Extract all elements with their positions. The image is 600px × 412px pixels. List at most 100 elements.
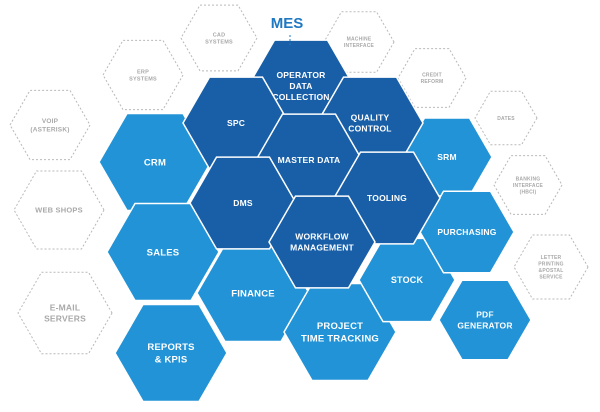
interface-banking-interface-label-line: (HBCI) bbox=[520, 189, 537, 195]
module-finance-label: FINANCE bbox=[231, 288, 275, 299]
module-purchasing-label: PURCHASING bbox=[437, 227, 496, 237]
interface-cad-systems-hexagon: CAD SYSTEMS bbox=[180, 4, 258, 72]
interface-e-mail-servers-label-line: SERVERS bbox=[44, 314, 86, 324]
module-reports-kpis-label: REPORTS & KPIS bbox=[147, 342, 194, 365]
interface-e-mail-servers-shape bbox=[17, 271, 113, 355]
core-workflow-management-label-line: WORKFLOW bbox=[295, 231, 349, 241]
interface-erp-systems-label-line: SYSTEMS bbox=[129, 77, 157, 83]
module-crm-label: CRM bbox=[144, 157, 166, 168]
core-master-data-label-line: MASTER DATA bbox=[278, 155, 341, 165]
module-stock-label: STOCK bbox=[391, 275, 424, 285]
core-operator-data-collection-label-line: OPERATOR bbox=[277, 70, 326, 80]
interface-dates-hexagon: DATES bbox=[474, 90, 538, 146]
module-finance-label-line: FINANCE bbox=[231, 288, 275, 299]
module-reports-kpis-label-line: & KPIS bbox=[155, 355, 188, 366]
core-quality-control-label-line: CONTROL bbox=[348, 124, 391, 134]
interface-letter-printing-label-line: PRINTING bbox=[538, 262, 564, 268]
interface-voip-label-line: (ASTERISK) bbox=[30, 127, 69, 134]
interface-dates-label-line: DATES bbox=[497, 116, 515, 122]
module-project-time-tracking-label-line: PROJECT bbox=[317, 321, 363, 332]
diagram-title: MES bbox=[271, 15, 304, 32]
core-tooling-label: TOOLING bbox=[367, 193, 407, 203]
interface-web-shops-label: WEB SHOPS bbox=[35, 206, 83, 215]
core-operator-data-collection-label-line: COLLECTION bbox=[272, 92, 329, 102]
core-quality-control-label: QUALITY CONTROL bbox=[348, 112, 391, 133]
core-dms-hexagon: DMS bbox=[189, 156, 297, 250]
interface-voip-label-line: VOIP bbox=[42, 118, 59, 125]
core-operator-data-collection-label-line: DATA bbox=[289, 81, 312, 91]
core-quality-control-label-line: QUALITY bbox=[351, 112, 390, 122]
module-sales-label: SALES bbox=[147, 247, 180, 258]
interface-credit-reform-label-line: REFORM bbox=[421, 79, 444, 85]
interface-letter-printing-label-line: &POSTAL bbox=[539, 268, 564, 274]
interface-cad-systems-label: CAD SYSTEMS bbox=[205, 32, 233, 45]
module-srm-label-line: SRM bbox=[437, 152, 457, 162]
interface-letter-printing-shape bbox=[513, 234, 589, 300]
interface-erp-systems-shape bbox=[102, 39, 184, 111]
interface-credit-reform-shape bbox=[397, 48, 467, 108]
interface-voip-hexagon: VOIP (ASTERISK) bbox=[9, 89, 91, 161]
interface-e-mail-servers-label-line: E-MAIL bbox=[50, 303, 80, 313]
core-workflow-management-hexagon: WORKFLOW MANAGEMENT bbox=[268, 195, 376, 289]
interface-cad-systems-shape bbox=[180, 4, 258, 72]
interface-dates-label: DATES bbox=[497, 116, 515, 122]
interface-machine-interface-label-line: INTERFACE bbox=[344, 43, 375, 49]
interface-erp-systems-label-line: ERP bbox=[137, 69, 149, 75]
core-workflow-management-label: WORKFLOW MANAGEMENT bbox=[290, 231, 354, 252]
interface-letter-printing-label-line: LETTER bbox=[541, 255, 562, 261]
core-master-data-label: MASTER DATA bbox=[278, 155, 341, 165]
core-dms-label-line: DMS bbox=[233, 198, 253, 208]
core-workflow-management-label-line: MANAGEMENT bbox=[290, 243, 354, 253]
core-spc-label: SPC bbox=[227, 118, 245, 128]
module-srm-label: SRM bbox=[437, 152, 457, 162]
interface-voip-shape bbox=[9, 89, 91, 161]
core-dms-shape bbox=[189, 156, 297, 250]
interface-cad-systems-label-line: SYSTEMS bbox=[205, 40, 233, 46]
interface-machine-interface-label-line: MACHINE bbox=[347, 37, 372, 43]
module-crm-label-line: CRM bbox=[144, 157, 166, 168]
module-pdf-generator-shape bbox=[438, 279, 532, 361]
module-purchasing-label-line: PURCHASING bbox=[437, 227, 496, 237]
interface-dates-shape bbox=[474, 90, 538, 146]
interface-web-shops-hexagon: WEB SHOPS bbox=[13, 170, 105, 250]
interface-credit-reform-label-line: CREDIT bbox=[422, 73, 442, 79]
interface-banking-interface-label-line: INTERFACE bbox=[513, 183, 544, 189]
interface-voip-label: VOIP (ASTERISK) bbox=[30, 118, 69, 133]
interface-letter-printing-label-line: SERVICE bbox=[539, 275, 563, 281]
module-reports-kpis-shape bbox=[114, 303, 228, 403]
interface-web-shops-shape bbox=[13, 170, 105, 250]
module-reports-kpis-label-line: REPORTS bbox=[147, 342, 194, 353]
module-stock-label-line: STOCK bbox=[391, 275, 424, 285]
module-reports-kpis-hexagon: REPORTS & KPIS bbox=[114, 303, 228, 403]
module-pdf-generator-label-line: GENERATOR bbox=[457, 321, 512, 331]
interface-erp-systems-label: ERP SYSTEMS bbox=[129, 69, 157, 82]
interface-banking-interface-shape bbox=[493, 155, 563, 215]
module-pdf-generator-label-line: PDF bbox=[476, 310, 494, 320]
interface-hexagons: CAD SYSTEMS ERP SYSTEMS VOIP (ASTERISK) WEB SH… bbox=[9, 4, 589, 355]
interface-cad-systems-label-line: CAD bbox=[213, 32, 226, 38]
core-workflow-management-shape bbox=[268, 195, 376, 289]
core-dms-label: DMS bbox=[233, 198, 253, 208]
module-sales-label-line: SALES bbox=[147, 247, 180, 258]
interface-erp-systems-hexagon: ERP SYSTEMS bbox=[102, 39, 184, 111]
core-spc-label-line: SPC bbox=[227, 118, 245, 128]
interface-web-shops-label-line: WEB SHOPS bbox=[35, 206, 83, 215]
interface-banking-interface-label-line: BANKING bbox=[516, 176, 541, 182]
core-tooling-label-line: TOOLING bbox=[367, 193, 407, 203]
